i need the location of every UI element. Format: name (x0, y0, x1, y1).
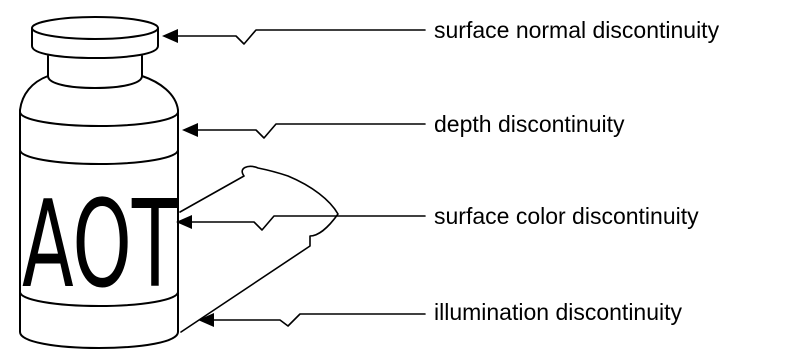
bottle-cap-top (31, 16, 159, 40)
label-surface-color: surface color discontinuity (434, 203, 699, 229)
arrow-depth (182, 123, 426, 139)
arrow-surface-normal (162, 29, 426, 45)
bottle-label-text: AOT (22, 176, 178, 315)
arrow-illumination (198, 313, 426, 327)
shadow-outline (179, 165, 339, 333)
bottle-shadow (179, 165, 339, 333)
label-depth: depth discontinuity (434, 111, 625, 137)
bottle-body (19, 75, 179, 349)
bottle-neck (47, 55, 143, 89)
label-surface-normal: surface normal discontinuity (434, 17, 720, 43)
label-illumination: illumination discontinuity (434, 299, 683, 325)
bottle: AOT (19, 16, 179, 349)
arrow-surface-color (176, 215, 426, 231)
bottle-label-bottom (19, 291, 179, 307)
bottle-shoulder-band (19, 111, 179, 127)
bottle-label-top (19, 149, 179, 165)
pointer-arrows (162, 29, 426, 327)
bottle-cap-side (31, 27, 159, 59)
labels: surface normal discontinuity depth disco… (434, 17, 720, 325)
